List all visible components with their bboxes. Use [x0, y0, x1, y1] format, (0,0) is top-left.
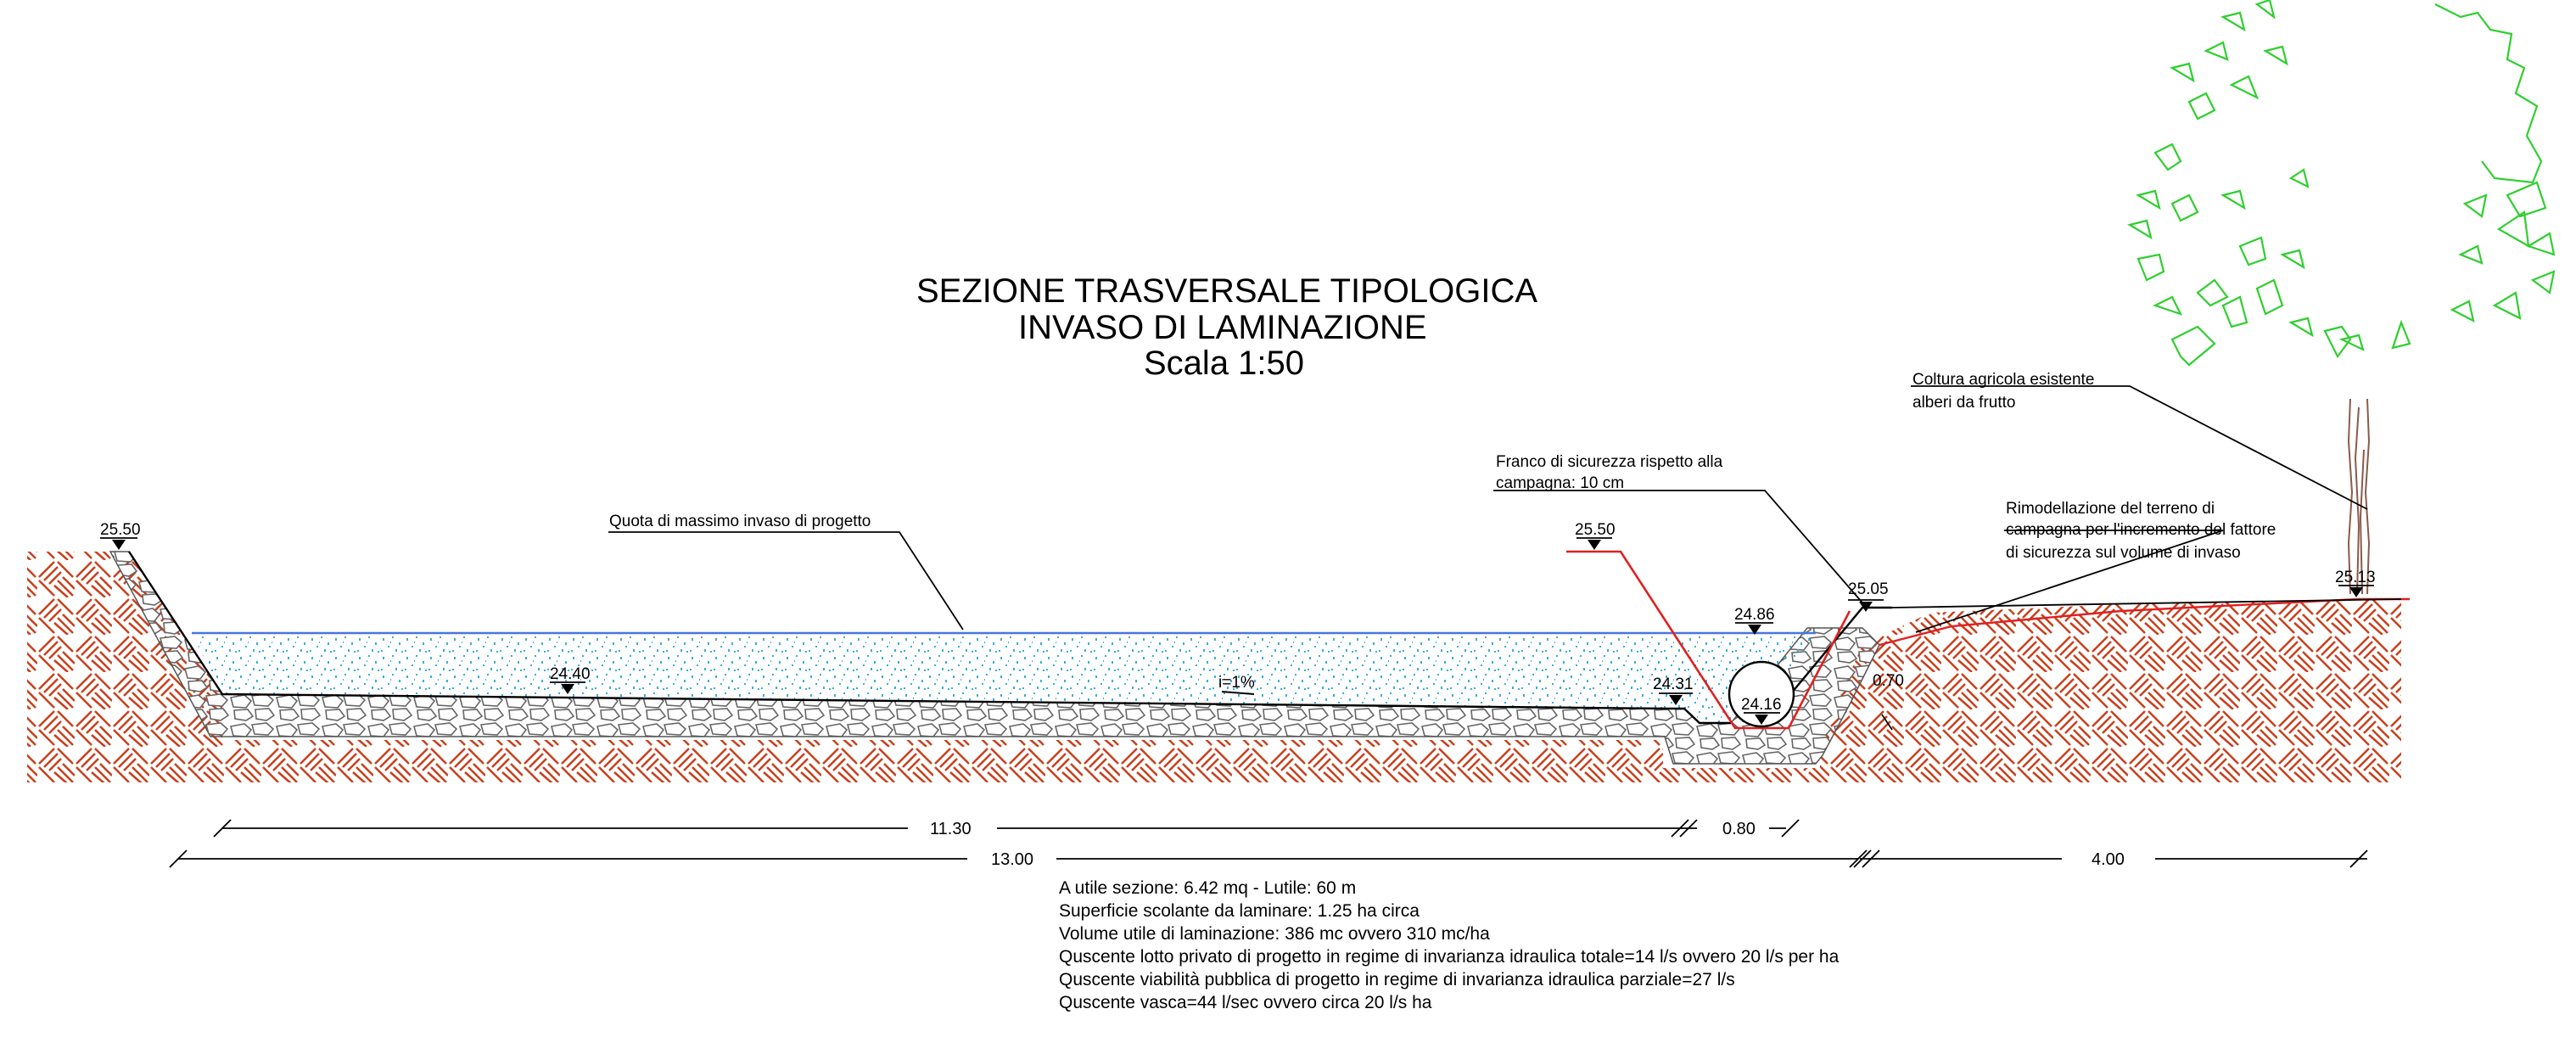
notes-block: A utile sezione: 6.42 mq - Lutile: 60 m … — [1059, 878, 1840, 1012]
crop-label-1: Coltura agricola esistente — [1912, 371, 2094, 389]
elev-red-top: 25.50 — [1575, 521, 1616, 539]
water-body — [192, 633, 1816, 723]
dimension-lines — [169, 819, 2368, 868]
red-original-profile — [1566, 550, 1851, 730]
dim-13-00: 13.00 — [991, 850, 1033, 869]
freeboard-label-1: Franco di sicurezza rispetto alla — [1496, 453, 1723, 471]
dim-0-80: 0.80 — [1722, 820, 1756, 838]
slope-tick — [1881, 714, 1893, 731]
ground-line — [1891, 598, 2402, 608]
elevation-markers — [100, 537, 2374, 725]
right-bank-profile — [1766, 606, 1892, 724]
remodel-label-3: di sicurezza sul volume di invaso — [2006, 544, 2241, 562]
freeboard-label-2: campagna: 10 cm — [1496, 474, 1624, 492]
tree-trunk — [2347, 398, 2371, 595]
title-line-2: INVASO DI LAMINAZIONE — [1018, 309, 1427, 346]
slope-label: i=1% — [1218, 674, 1255, 692]
note-line: Quscente vasca=44 l/sec ovvero circa 20 … — [1059, 993, 1432, 1012]
note-line: Quscente lotto privato di progetto in re… — [1059, 947, 1840, 967]
outlet-pipe — [1728, 660, 1795, 728]
elev-water-level: 24.86 — [1734, 606, 1775, 624]
crop-label-2: alberi da frutto — [1912, 394, 2015, 412]
dim-11-30: 11.30 — [930, 820, 972, 838]
elev-pipe-invert: 24.16 — [1741, 696, 1782, 714]
elev-left-bank: 25.50 — [100, 521, 141, 539]
max-level-label: Quota di massimo invaso di progetto — [609, 513, 871, 530]
note-line: Superficie scolante da laminare: 1.25 ha… — [1059, 901, 1420, 921]
leader-lines — [608, 385, 2368, 633]
note-line: Volume utile di laminazione: 386 mc ovve… — [1059, 924, 1490, 944]
remodel-label-2: campagna per l'incremento del fattore — [2006, 521, 2276, 539]
section-profile — [127, 551, 1731, 725]
title-line-1: SEZIONE TRASVERSALE TIPOLOGICA — [916, 272, 1537, 310]
remodel-label-1: Rimodellazione del terreno di — [2006, 500, 2215, 518]
note-line: Quscente viabilità pubblica di progetto … — [1059, 970, 1735, 989]
tree-crown — [2127, 0, 2556, 367]
title-line-3: Scala 1:50 — [1144, 345, 1304, 382]
slope-arrow — [1221, 691, 1255, 695]
note-line: A utile sezione: 6.42 mq - Lutile: 60 m — [1059, 878, 1356, 898]
elev-step: 24.31 — [1653, 675, 1694, 693]
depth-value: 0.70 — [1873, 672, 1904, 690]
elev-right-bank: 25.05 — [1848, 580, 1889, 598]
dim-4-00: 4.00 — [2092, 850, 2125, 869]
elev-field: 25.13 — [2335, 569, 2376, 586]
soil-left — [27, 552, 2401, 782]
elev-bottom-left: 24.40 — [550, 665, 591, 683]
